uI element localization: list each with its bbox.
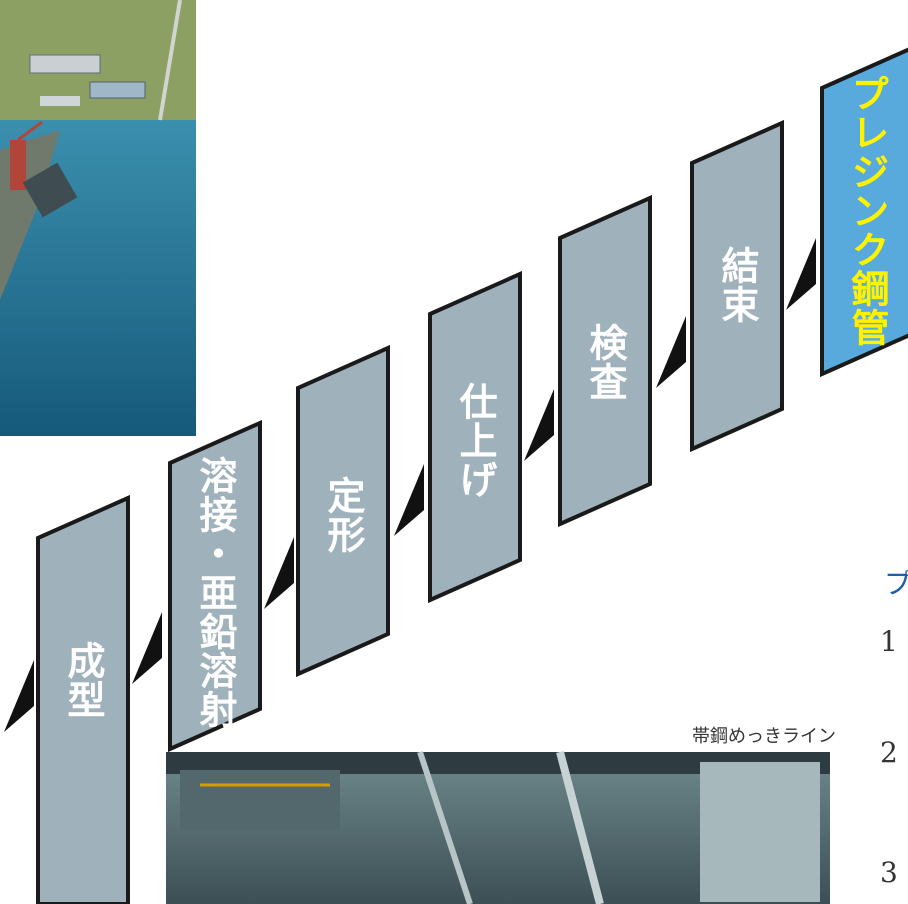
side-heading: プ xyxy=(884,567,908,600)
step-label-welding-zinc-spray: 溶接・亜鉛溶射 xyxy=(193,455,237,729)
step-box-finishing xyxy=(428,270,522,604)
step-box-welding-zinc-spray xyxy=(168,419,262,753)
step-box-pre-zinc-steel-pipe xyxy=(820,47,908,378)
flow-arrow-6 xyxy=(656,316,686,388)
step-label-pre-zinc-steel-pipe: プレジンク鋼管 xyxy=(845,73,889,347)
side-number-2: 2 xyxy=(880,736,898,769)
flow-arrow-1 xyxy=(4,660,34,732)
flow-arrow-5 xyxy=(524,389,554,461)
flow-arrow-2 xyxy=(132,612,162,684)
step-label-forming: 成型 xyxy=(61,641,105,719)
step-label-sizing: 定形 xyxy=(321,476,365,554)
photo-caption: 帯鋼めっきライン xyxy=(692,726,836,747)
step-label-inspection: 検査 xyxy=(583,323,627,401)
aerial-factory-photo xyxy=(0,0,196,436)
flow-arrow-4 xyxy=(394,464,424,536)
step-label-bundling: 結束 xyxy=(715,246,759,324)
flow-arrow-7 xyxy=(786,238,816,310)
side-number-3: 3 xyxy=(880,856,898,889)
step-label-finishing: 仕上げ xyxy=(453,381,497,499)
step-box-forming xyxy=(36,494,130,904)
flow-arrow-3 xyxy=(264,537,294,609)
step-box-bundling xyxy=(690,119,784,453)
step-box-sizing xyxy=(296,344,390,678)
step-box-inspection xyxy=(558,194,652,528)
side-number-1: 1 xyxy=(880,625,898,658)
plating-line-photo xyxy=(166,750,830,904)
